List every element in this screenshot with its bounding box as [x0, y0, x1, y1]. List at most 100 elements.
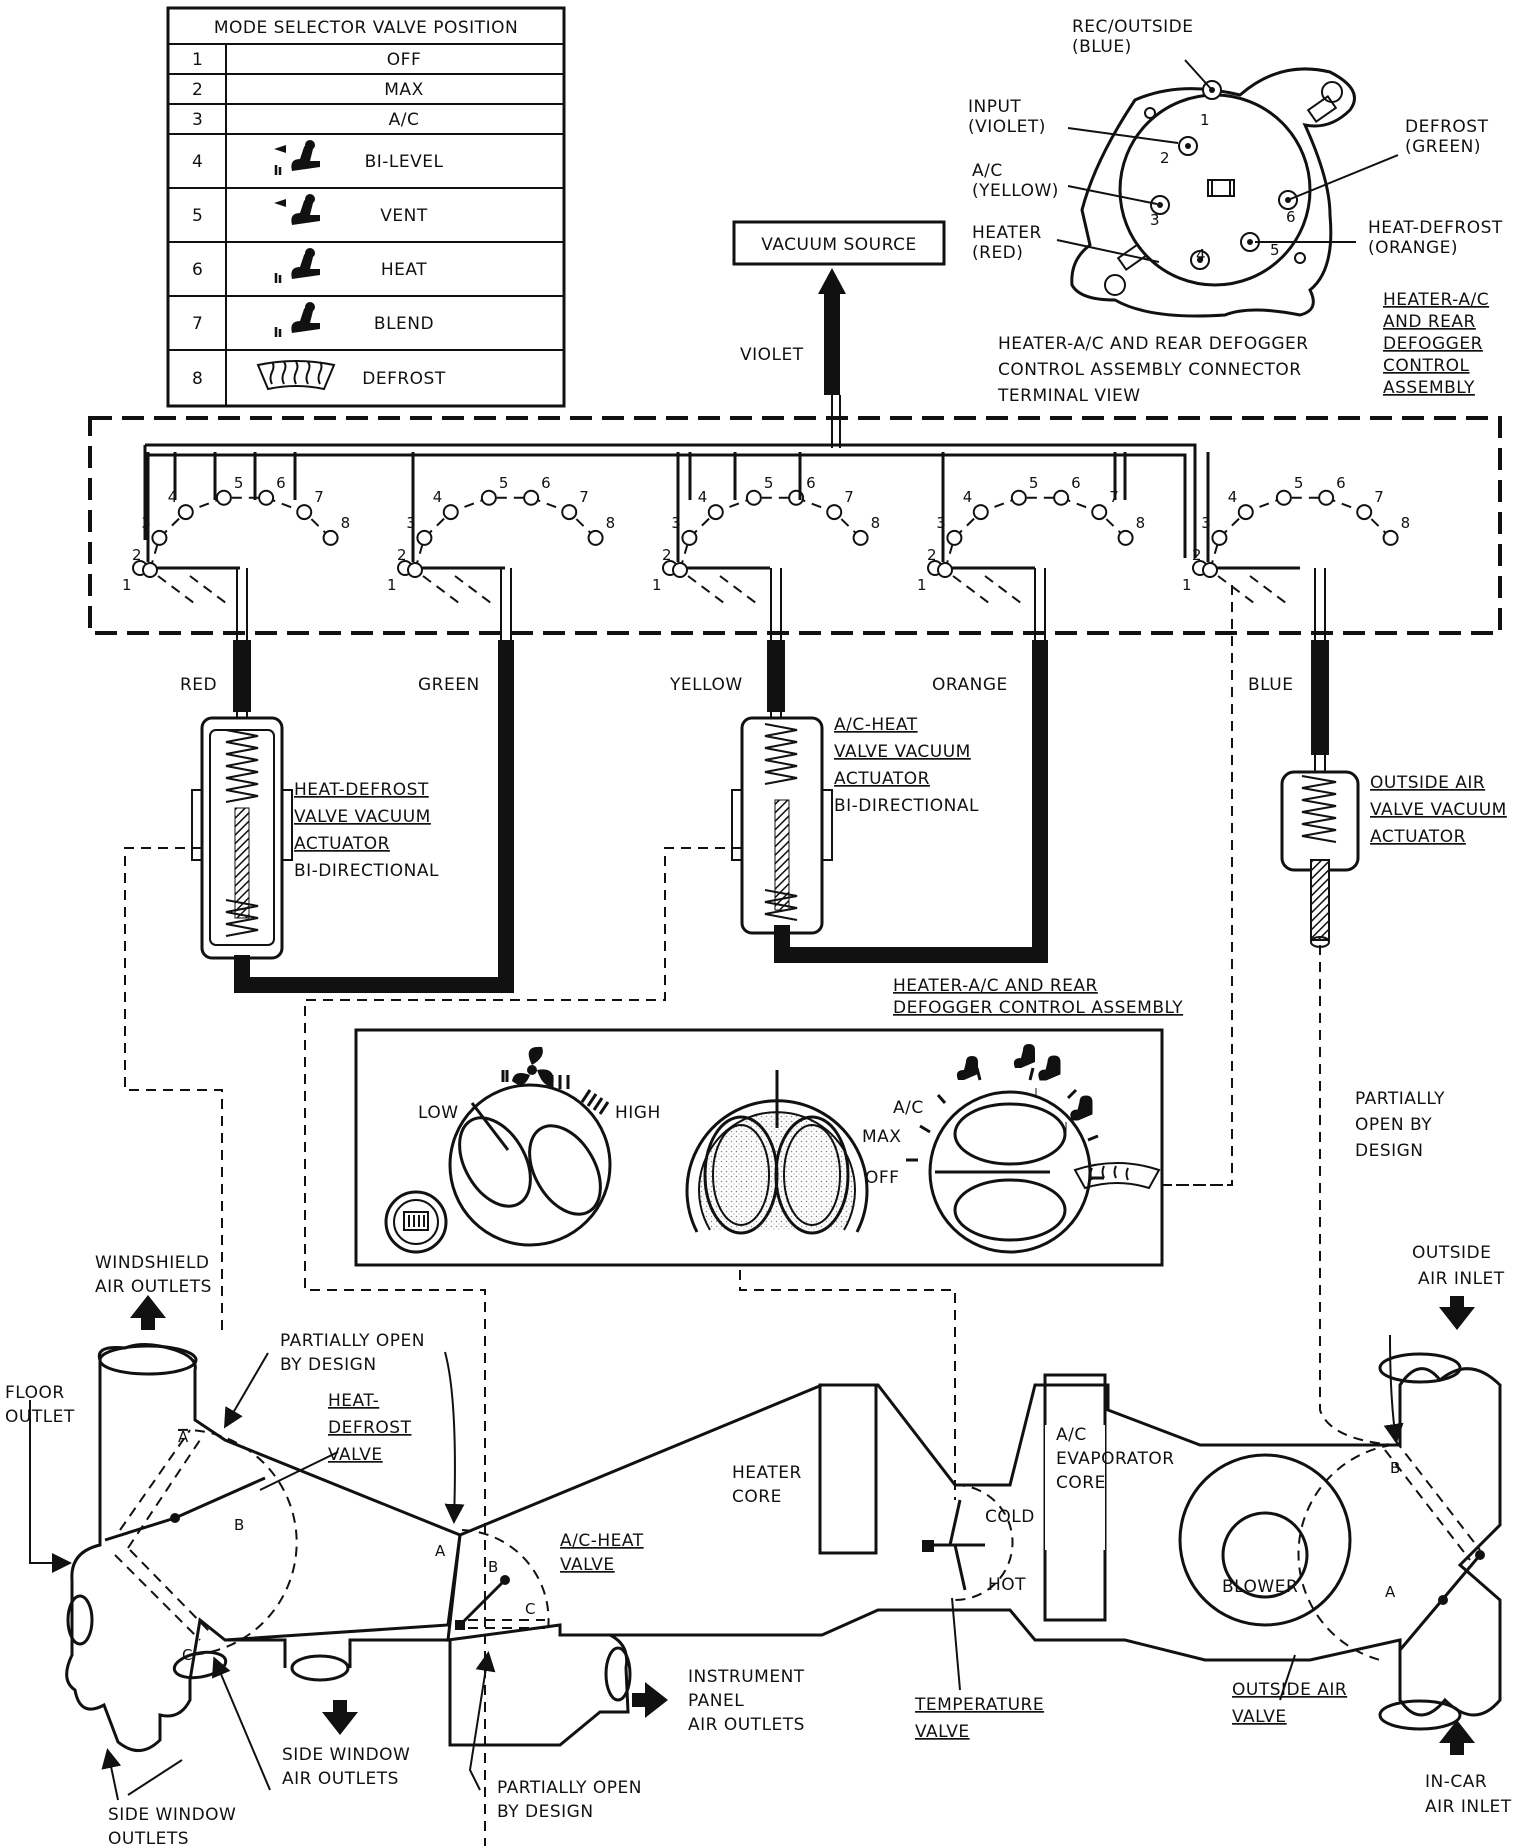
vacuum-source-label: VACUUM SOURCE	[761, 235, 916, 255]
blend-icon	[274, 302, 320, 337]
svg-text:4: 4	[1196, 246, 1206, 264]
svg-text:1: 1	[1200, 111, 1210, 129]
valve-port-number: 3	[1201, 514, 1211, 532]
hose-number: 1	[1312, 641, 1322, 659]
hot-label: HOT	[988, 1575, 1026, 1595]
valve-port-number: 2	[132, 546, 142, 564]
defrost-green-label: DEFROST(GREEN)	[1405, 117, 1489, 157]
valve-port-3	[416, 529, 433, 546]
valve-port-3	[1211, 529, 1228, 546]
valve-port-number: 1	[1182, 576, 1192, 594]
hose-color-label: RED	[180, 675, 217, 695]
valve-port-6	[1318, 489, 1335, 506]
valve-port-number: 4	[963, 488, 973, 506]
valve-port-5	[215, 489, 232, 506]
valve-port-number: 8	[1401, 514, 1411, 532]
valve-port-number: 7	[579, 488, 589, 506]
valve-port-number: 2	[397, 546, 407, 564]
heater-core	[818, 1383, 878, 1555]
valve-port-number: 4	[1228, 488, 1238, 506]
valve-port-8	[587, 529, 604, 546]
rear-defog-button[interactable]	[384, 1190, 448, 1254]
valve-port-5	[1010, 489, 1027, 506]
heat-defrost-valve-position-c: C	[182, 1646, 193, 1664]
temperature-knob[interactable]	[685, 1070, 869, 1235]
valve-port-number: 6	[1336, 474, 1346, 492]
valve-port-4	[972, 504, 989, 521]
valve-port-number: 6	[541, 474, 551, 492]
valve-port-number: 2	[1192, 546, 1202, 564]
valve-port-number: 5	[764, 474, 774, 492]
hose-color-label: ORANGE	[932, 675, 1008, 695]
outside-air-valve-position-a: A	[1385, 1583, 1396, 1601]
input-label: INPUT(VIOLET)	[968, 97, 1046, 137]
mode-selector-knob[interactable]: A/C MAX OFF	[862, 1044, 1161, 1254]
panel-mode-icons	[945, 1044, 1161, 1190]
svg-text:3: 3	[1150, 211, 1160, 229]
valve-port-7	[296, 504, 313, 521]
blower-low-label: LOW	[418, 1103, 459, 1123]
hose-color-label: BLUE	[1248, 675, 1293, 695]
svg-text:5: 5	[1270, 241, 1280, 259]
valve-port-number: 5	[1294, 474, 1304, 492]
valve-port-5	[745, 489, 762, 506]
heat-defrost-orange-label: HEAT-DEFROST(ORANGE)	[1368, 218, 1503, 258]
valve-port-6	[523, 489, 540, 506]
heat-defrost-valve-position-b: B	[234, 1516, 245, 1534]
mode-row-number: 4	[192, 152, 203, 172]
valve-port-number: 7	[844, 488, 854, 506]
side-window-outlet-arrow-icon	[322, 1712, 358, 1735]
valve-port-2	[142, 562, 158, 578]
instrument-panel-arrow-icon	[645, 1682, 668, 1718]
connector-pin-3: 3	[1150, 195, 1170, 229]
mode-row-number: 5	[192, 206, 203, 226]
blower-housing	[1178, 1453, 1352, 1627]
mode-max-label: MAX	[862, 1127, 901, 1147]
blower-speed-knob[interactable]: LOW HIGH	[418, 1046, 661, 1247]
valve-port-number: 5	[234, 474, 244, 492]
mode-row-number: 6	[192, 260, 203, 280]
defrost-icon	[256, 360, 336, 391]
vacuum-source: VACUUM SOURCE VIOLET	[732, 220, 946, 448]
valve-port-7	[1356, 504, 1373, 521]
mode-row-number: 2	[192, 80, 203, 100]
mode-row-label: DEFROST	[362, 369, 446, 389]
ac-heat-valve-position-a: A	[435, 1542, 446, 1560]
mode-row-label: A/C	[389, 110, 420, 130]
valve-port-number: 1	[122, 576, 132, 594]
valve-port-8	[1382, 529, 1399, 546]
mode-row-label: HEAT	[381, 260, 427, 280]
valve-port-number: 1	[652, 576, 662, 594]
violet-hose-label: VIOLET	[740, 345, 804, 365]
valve-port-3	[681, 529, 698, 546]
mode-row-number: 1	[192, 50, 203, 70]
valve-port-2	[672, 562, 688, 578]
mode-off-label: OFF	[865, 1168, 899, 1188]
ac-yellow-label: A/C(YELLOW)	[972, 161, 1059, 201]
mode-table-header: MODE SELECTOR VALVE POSITION	[214, 18, 518, 38]
ac-heat-valve-position-c: C	[525, 1600, 536, 1618]
valve-port-5	[480, 489, 497, 506]
